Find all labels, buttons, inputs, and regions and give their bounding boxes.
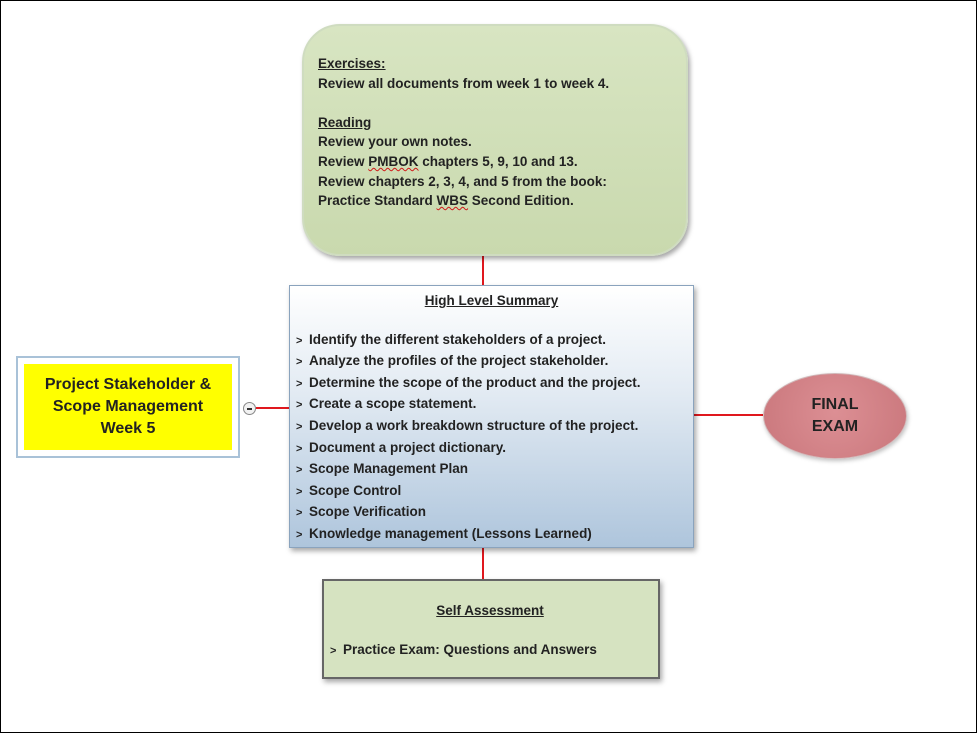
bullet-icon: >	[296, 377, 303, 390]
main-topic-label: Project Stakeholder & Scope Management W…	[24, 364, 232, 450]
exercises-heading: Exercises:	[318, 56, 386, 71]
summary-list: >Identify the different stakeholders of …	[296, 330, 687, 546]
connector-summary-exam	[694, 414, 763, 416]
reading-line-pmbok: Review PMBOK chapters 5, 9, 10 and 13.	[318, 153, 578, 169]
summary-item: >Scope Management Plan	[296, 459, 687, 481]
bullet-icon: >	[296, 399, 303, 412]
connector-exercises-summary	[482, 256, 484, 285]
bullet-icon: >	[296, 464, 303, 477]
final-exam-node[interactable]: FINAL EXAM	[763, 373, 907, 459]
summary-item: >Determine the scope of the product and …	[296, 373, 687, 395]
bullet-icon: >	[296, 420, 303, 433]
summary-item: >Develop a work breakdown structure of t…	[296, 416, 687, 438]
collapse-toggle-icon[interactable]	[243, 402, 256, 415]
bullet-icon: >	[296, 507, 303, 520]
summary-title: High Level Summary	[424, 293, 559, 308]
connector-main-summary	[256, 407, 289, 409]
bullet-icon: >	[330, 644, 337, 657]
bullet-icon: >	[296, 528, 303, 541]
summary-item: >Identify the different stakeholders of …	[296, 330, 687, 352]
reading-line-book: Practice Standard WBS Second Edition.	[318, 193, 574, 209]
reading-heading: Reading	[318, 114, 372, 130]
summary-item: >Knowledge management (Lessons Learned)	[296, 524, 687, 546]
high-level-summary-node[interactable]: High Level Summary >Identify the differe…	[289, 285, 694, 548]
bullet-icon: >	[296, 356, 303, 369]
spellcheck-term-wbs: WBS	[436, 193, 469, 209]
summary-item: >Document a project dictionary.	[296, 438, 687, 460]
exercises-reading-node[interactable]: Exercises: Review all documents from wee…	[302, 24, 688, 256]
reading-line-notes: Review your own notes.	[318, 134, 472, 150]
summary-item: >Create a scope statement.	[296, 394, 687, 416]
self-assessment-node[interactable]: Self Assessment >Practice Exam: Question…	[322, 579, 660, 679]
bullet-icon: >	[296, 442, 303, 455]
summary-item: >Analyze the profiles of the project sta…	[296, 351, 687, 373]
main-topic-node[interactable]: Project Stakeholder & Scope Management W…	[16, 356, 240, 458]
connector-summary-self	[482, 548, 484, 579]
bullet-icon: >	[296, 485, 303, 498]
exercises-line: Review all documents from week 1 to week…	[318, 75, 610, 91]
summary-item: >Scope Verification	[296, 502, 687, 524]
bullet-icon: >	[296, 334, 303, 347]
reading-line-chapters: Review chapters 2, 3, 4, and 5 from the …	[318, 173, 607, 189]
self-assessment-item: >Practice Exam: Questions and Answers	[330, 640, 650, 662]
summary-item: >Scope Control	[296, 481, 687, 503]
self-assessment-title: Self Assessment	[436, 603, 544, 618]
spellcheck-term-pmbok: PMBOK	[368, 153, 419, 169]
